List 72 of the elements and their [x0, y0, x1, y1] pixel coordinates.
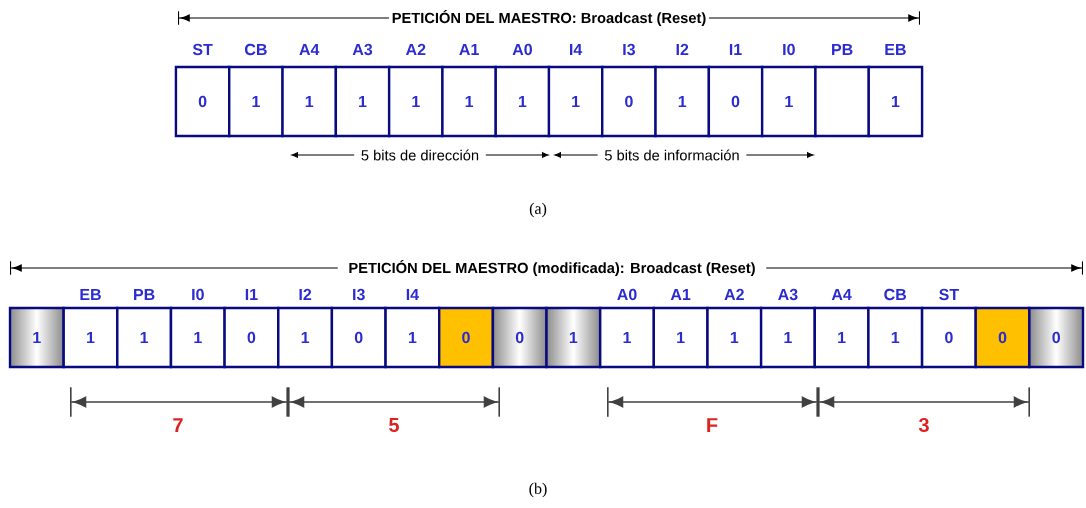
bit-cell: 1	[8, 306, 65, 369]
bit-cell: 1	[545, 306, 602, 369]
panel-title: PETICIÓN DEL MAESTRO: Broadcast (Reset)	[389, 5, 709, 31]
bit-cell: 0	[974, 306, 1031, 369]
bit-name: A3	[778, 288, 798, 301]
bit-cell: 1	[387, 65, 444, 138]
dimension-label: 7	[173, 418, 183, 432]
bit-cell: 0	[707, 65, 764, 138]
bit-name: I0	[783, 43, 795, 56]
bit-name: ST	[939, 288, 959, 301]
bit-cell: 0	[491, 306, 548, 369]
bit-cell: 1	[599, 306, 655, 369]
bit-cell: 1	[494, 65, 551, 138]
bit-name: I2	[676, 43, 689, 55]
dimension-label: 5	[389, 418, 399, 432]
caption: (b)	[529, 482, 547, 498]
bit-cell: 1	[384, 306, 441, 369]
bit-name: A2	[406, 43, 426, 55]
bit-cell: 0	[438, 306, 494, 369]
bit-name: A0	[617, 288, 637, 301]
bit-cell: 0	[1028, 306, 1085, 369]
bit-cell: 1	[277, 306, 334, 369]
dimension-label: 5 bits de información	[597, 145, 747, 165]
bit-name: A2	[724, 288, 744, 300]
bit-name: I4	[406, 289, 419, 300]
bit-cell: 1	[706, 306, 763, 369]
bit-cell: 1	[62, 306, 119, 369]
bit-name: A4	[299, 44, 320, 55]
bit-cell: 1	[867, 65, 924, 138]
bit-name: I3	[353, 288, 365, 301]
bit-name: I4	[570, 44, 583, 55]
bit-cell: 0	[330, 306, 387, 369]
bit-cell	[814, 65, 870, 138]
bit-name: I2	[299, 288, 312, 300]
bit-name: PB	[832, 44, 853, 55]
bit-cell: 0	[174, 65, 231, 138]
bit-cell: 0	[601, 65, 657, 138]
bit-cell: 0	[223, 306, 280, 369]
bit-cell: 1	[169, 306, 226, 369]
bit-cell: 1	[813, 306, 870, 369]
bit-name: EB	[885, 44, 906, 55]
bit-cell: 1	[281, 65, 338, 138]
bit-cell: 0	[920, 306, 977, 369]
bit-cell: 1	[116, 306, 173, 369]
dimension-label: 3	[918, 417, 929, 433]
caption: (a)	[529, 202, 547, 218]
bit-name: CB	[245, 43, 267, 56]
bit-name: I0	[192, 288, 204, 301]
bit-name: A1	[670, 289, 691, 300]
bit-cell: 1	[334, 65, 391, 138]
dimension-label: 5 bits de dirección	[354, 145, 486, 165]
bit-cell: 1	[760, 65, 817, 138]
dimension-label: F	[707, 418, 718, 432]
bit-name: EB	[80, 289, 101, 300]
bit-name: I3	[623, 43, 635, 56]
bit-name: A3	[352, 43, 373, 56]
bit-name: ST	[192, 43, 213, 56]
bit-name: I1	[245, 289, 258, 300]
bit-cell: 1	[867, 306, 924, 369]
bit-cell: 1	[652, 306, 709, 369]
bit-cell: 1	[759, 306, 816, 369]
bit-cell: 1	[228, 65, 284, 138]
bit-name: A1	[459, 44, 479, 55]
bit-cell: 1	[654, 65, 711, 138]
bit-name: CB	[884, 288, 907, 301]
bit-name: PB	[134, 289, 155, 300]
bit-name: I1	[729, 44, 742, 55]
bit-cell: 1	[441, 65, 497, 138]
bit-cell: 1	[547, 65, 604, 138]
bit-name: A0	[512, 43, 532, 56]
bit-name: A4	[831, 289, 852, 300]
panel-title: PETICIÓN DEL MAESTRO (modificada): Broadcast (Reset)	[337, 255, 767, 281]
